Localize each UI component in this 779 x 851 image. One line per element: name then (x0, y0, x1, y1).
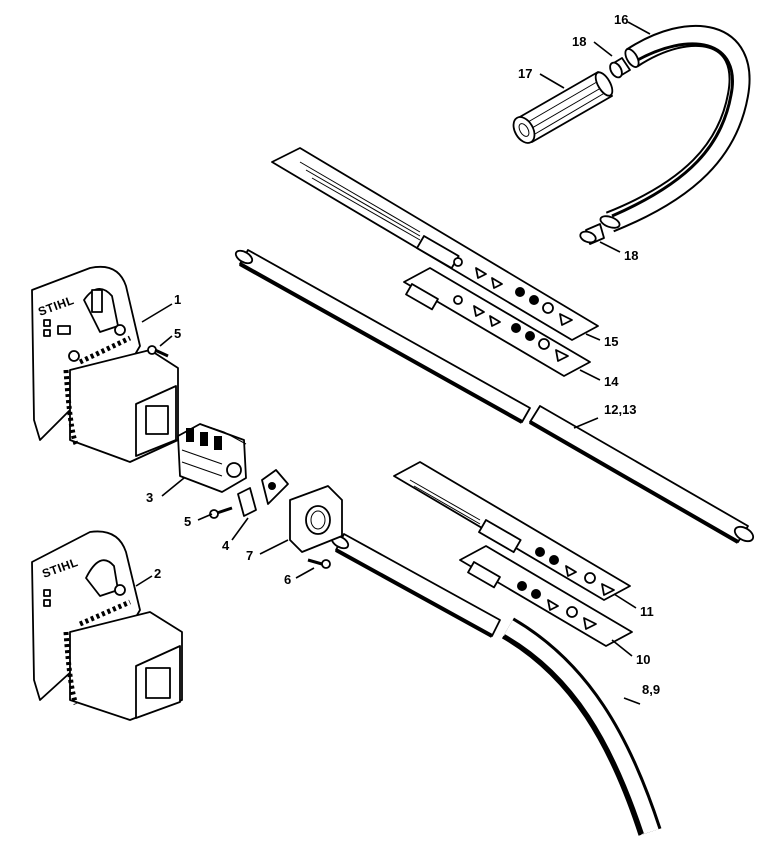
part-2-housing: STIHL (31, 530, 183, 721)
part-labels: 1 5 2 3 5 4 7 6 8,9 10 11 12,13 14 15 16… (146, 12, 660, 697)
label-18-bottom: 18 (624, 248, 638, 263)
label-11: 11 (640, 604, 654, 619)
label-15: 15 (604, 334, 618, 349)
part-3-switch-block (177, 423, 247, 493)
part-7-cover-plate (289, 485, 343, 553)
label-17: 17 (518, 66, 532, 81)
label-12-13: 12,13 (604, 402, 637, 417)
part-11-decal (393, 461, 631, 601)
label-14: 14 (604, 374, 619, 389)
part-1-housing: STIHL (31, 265, 179, 463)
label-10: 10 (636, 652, 650, 667)
part-18-sleeve-bottom (579, 223, 605, 245)
part-4-clip (237, 469, 289, 517)
label-5-lower: 5 (184, 514, 191, 529)
part-16-curved-tube (599, 24, 751, 233)
label-16: 16 (614, 12, 628, 27)
label-7: 7 (246, 548, 253, 563)
part-12-13-straight-tube (234, 249, 755, 544)
label-8-9: 8,9 (642, 682, 660, 697)
part-10-decal (459, 545, 633, 647)
part-18-sleeve-top (609, 57, 631, 79)
label-3: 3 (146, 490, 153, 505)
part-6-screw (307, 558, 331, 569)
part-15-decal (271, 147, 599, 341)
part-8-9-curved-tube (330, 533, 662, 836)
label-4: 4 (222, 538, 230, 553)
part-5-screw-lower (209, 506, 233, 519)
leader-lines (135, 21, 651, 705)
part-17-grip (512, 71, 614, 144)
part-14-decal (403, 267, 591, 377)
label-6: 6 (284, 572, 291, 587)
label-2: 2 (154, 566, 161, 581)
label-1: 1 (174, 292, 181, 307)
part-5-screw-upper (147, 345, 169, 358)
label-18-top: 18 (572, 34, 586, 49)
label-5-upper: 5 (174, 326, 181, 341)
